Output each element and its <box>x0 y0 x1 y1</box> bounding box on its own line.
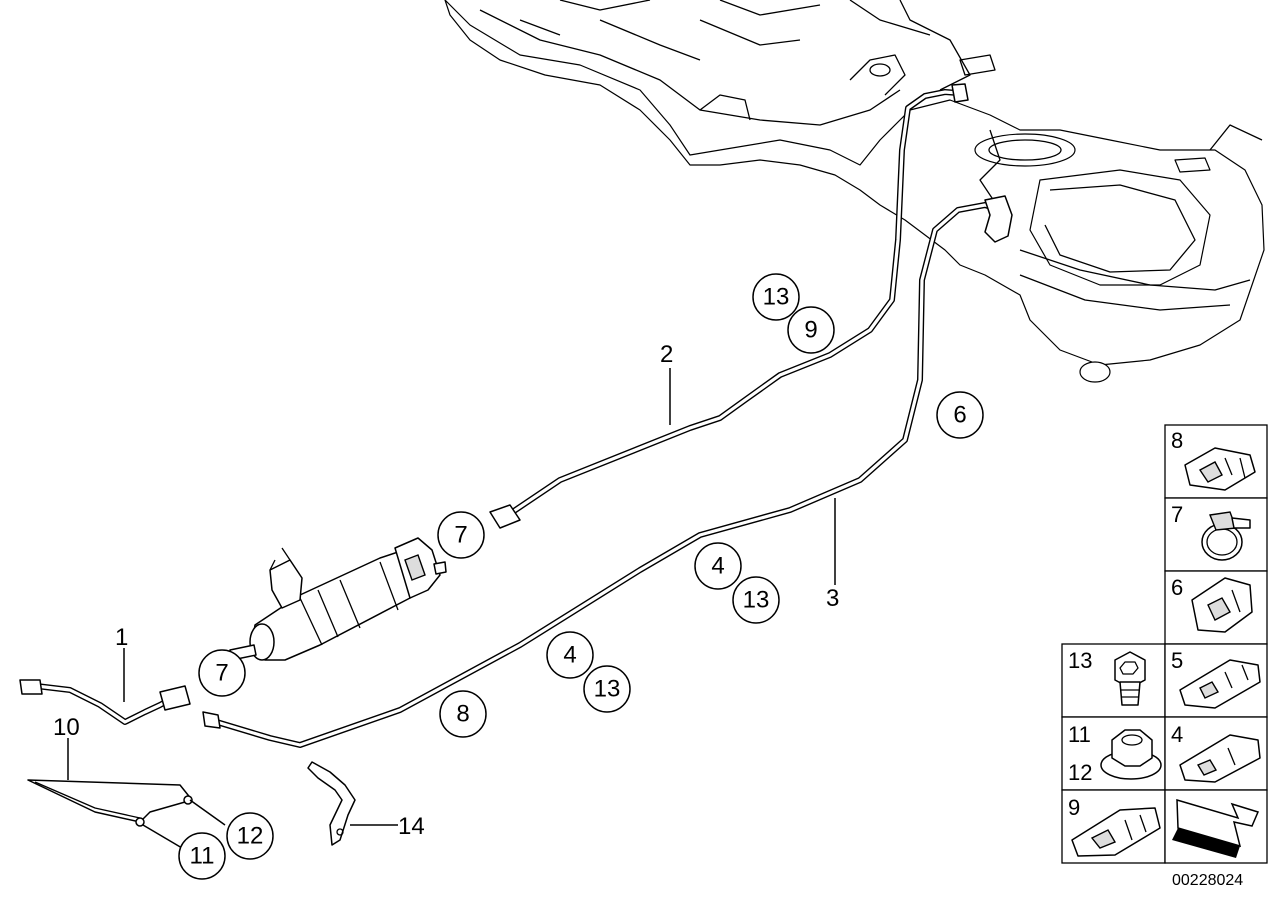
grid-cell-4: 4 <box>1171 722 1261 783</box>
circled-callout-11: 11 <box>178 832 226 880</box>
fuel-filter <box>229 537 447 661</box>
circled-callout-13: 13 <box>583 665 631 713</box>
svg-text:13: 13 <box>763 284 790 311</box>
callout-14: 14 <box>398 813 425 840</box>
circled-callout-9: 9 <box>787 306 835 354</box>
leader-lines <box>67 368 836 849</box>
circled-callout-7: 7 <box>437 511 485 559</box>
svg-text:6: 6 <box>953 402 966 429</box>
svg-text:8: 8 <box>1171 428 1183 453</box>
fuel-line-3 <box>202 195 1013 748</box>
circled-callout-4: 4 <box>546 631 594 679</box>
svg-text:13: 13 <box>594 676 621 703</box>
svg-text:7: 7 <box>454 522 467 549</box>
circled-callout-13: 13 <box>752 273 800 321</box>
svg-text:9: 9 <box>804 317 817 344</box>
bracket <box>307 761 356 846</box>
circled-callout-8: 8 <box>439 690 487 738</box>
grid-cell-6: 6 <box>1171 575 1253 633</box>
grid-cell-11-12: 11 12 <box>1068 722 1162 785</box>
circled-callout-13: 13 <box>732 576 780 624</box>
grid-cell-13: 13 <box>1068 648 1146 706</box>
callout-3: 3 <box>826 585 839 612</box>
svg-text:12: 12 <box>237 823 264 850</box>
grid-cell-7: 7 <box>1171 502 1251 561</box>
svg-text:12: 12 <box>1068 760 1092 785</box>
heat-shield <box>27 779 193 827</box>
fuel-tank <box>444 0 1265 383</box>
grid-cell-8: 8 <box>1171 428 1256 491</box>
fuel-line-1 <box>19 679 191 725</box>
callout-10: 10 <box>53 714 80 741</box>
svg-text:11: 11 <box>190 843 215 870</box>
circled-callout-6: 6 <box>936 391 984 439</box>
svg-text:5: 5 <box>1171 648 1183 673</box>
circled-callout-4: 4 <box>694 542 742 590</box>
svg-text:7: 7 <box>1171 502 1183 527</box>
parts-grid: 8 7 6 13 5 <box>1061 424 1268 864</box>
svg-text:13: 13 <box>743 587 770 614</box>
grid-cell-9: 9 <box>1068 795 1161 857</box>
svg-text:6: 6 <box>1171 575 1183 600</box>
svg-text:8: 8 <box>456 701 469 728</box>
diagram-id: 00228024 <box>1172 872 1243 889</box>
circled-callout-7: 7 <box>198 649 246 697</box>
svg-text:11: 11 <box>1068 722 1091 747</box>
circled-callout-12: 12 <box>226 812 274 860</box>
svg-text:4: 4 <box>1171 722 1183 747</box>
svg-text:4: 4 <box>711 553 724 580</box>
svg-text:7: 7 <box>215 660 228 687</box>
callout-2: 2 <box>660 341 673 368</box>
svg-text:4: 4 <box>563 642 576 669</box>
fuel-line-2 <box>489 83 969 529</box>
callout-1: 1 <box>115 624 128 651</box>
svg-text:9: 9 <box>1068 795 1080 820</box>
direction-arrow-icon <box>1172 798 1260 858</box>
svg-text:13: 13 <box>1068 648 1092 673</box>
grid-cell-5: 5 <box>1171 648 1261 709</box>
